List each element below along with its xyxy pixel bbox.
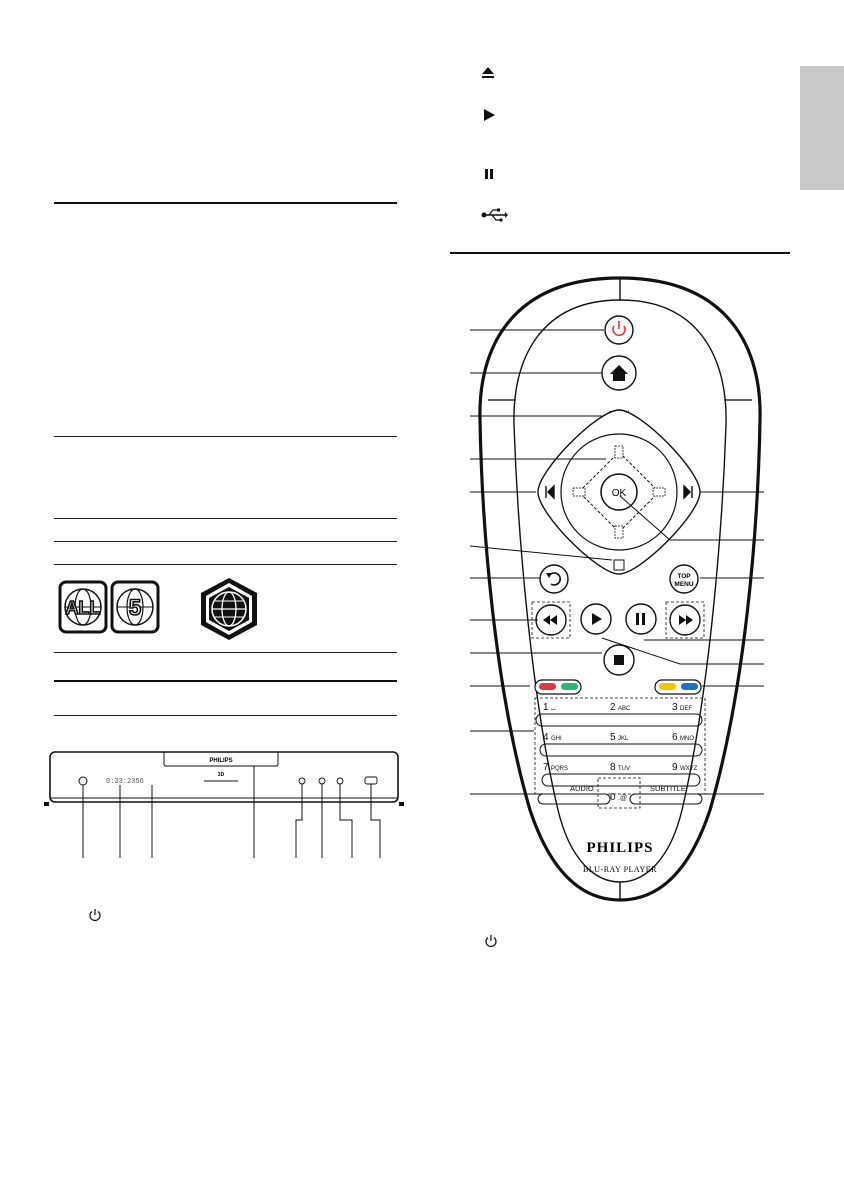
- svg-text:MNO: MNO: [680, 736, 694, 742]
- section-rule: [450, 252, 790, 254]
- svg-text:GHI: GHI: [551, 736, 562, 742]
- svg-text:4: 4: [543, 732, 549, 743]
- svg-text:0: 0: [610, 792, 616, 803]
- section-rule: [54, 680, 397, 682]
- remote-brand: PHILIPS: [586, 840, 653, 856]
- region-globe-hexagon-icon: [201, 578, 257, 640]
- region-all-label: ALL: [66, 598, 101, 618]
- player-brand: PHILIPS: [209, 758, 232, 764]
- remote-callout-lines: [470, 329, 764, 795]
- remote-ok-label: OK: [612, 488, 627, 499]
- region-all-icon: ALL: [58, 580, 108, 634]
- language-side-tab: [800, 66, 844, 190]
- svg-text:5: 5: [610, 732, 616, 743]
- section-rule: [54, 541, 397, 542]
- svg-text:3: 3: [672, 702, 678, 713]
- play-icon: [484, 109, 495, 121]
- player-display: 0:33:2356: [106, 778, 144, 786]
- svg-text:7: 7: [543, 762, 549, 773]
- section-rule: [54, 436, 397, 437]
- svg-text:DEF: DEF: [680, 706, 692, 712]
- svg-text:AUDIO: AUDIO: [570, 784, 594, 793]
- svg-text:JKL: JKL: [618, 736, 629, 742]
- svg-text:8: 8: [610, 762, 616, 773]
- section-rule: [54, 715, 397, 716]
- remote-top-menu-button: [669, 564, 699, 594]
- section-rule: [54, 202, 397, 204]
- usb-icon: [481, 208, 508, 222]
- eject-icon: [482, 67, 494, 78]
- remote-back-button: [539, 564, 569, 594]
- player-front-diagram: PHILIPS 3D 0:33:2356: [44, 751, 404, 858]
- player-3d-logo: 3D: [218, 772, 225, 778]
- svg-text:PQRS: PQRS: [551, 766, 568, 772]
- svg-text:1: 1: [543, 702, 549, 713]
- svg-text:MENU: MENU: [674, 581, 693, 588]
- svg-text:6: 6: [672, 732, 678, 743]
- remote-model: BLU-RAY PLAYER: [583, 865, 657, 874]
- section-rule: [54, 652, 397, 653]
- power-icon: [485, 935, 497, 948]
- remote-ok-button: [600, 473, 638, 511]
- region-5-label: 5: [129, 595, 141, 620]
- svg-text:ABC: ABC: [618, 706, 631, 712]
- region-5-icon: 5: [110, 580, 160, 634]
- svg-text:⌴: ⌴: [551, 706, 556, 712]
- svg-text:WXYZ: WXYZ: [680, 766, 698, 772]
- svg-text:TUV: TUV: [618, 766, 630, 772]
- svg-text:2: 2: [610, 702, 616, 713]
- bluray-logo: [204, 780, 238, 782]
- svg-text:SUBTITLE: SUBTITLE: [650, 784, 686, 793]
- pause-icon: [485, 169, 493, 179]
- power-icon: [89, 909, 101, 922]
- section-rule: [54, 518, 397, 519]
- svg-text:.@: .@: [618, 795, 627, 802]
- svg-text:TOP: TOP: [677, 573, 691, 580]
- svg-text:9: 9: [672, 762, 678, 773]
- section-rule: [54, 564, 397, 565]
- remote-power-button: [604, 315, 634, 345]
